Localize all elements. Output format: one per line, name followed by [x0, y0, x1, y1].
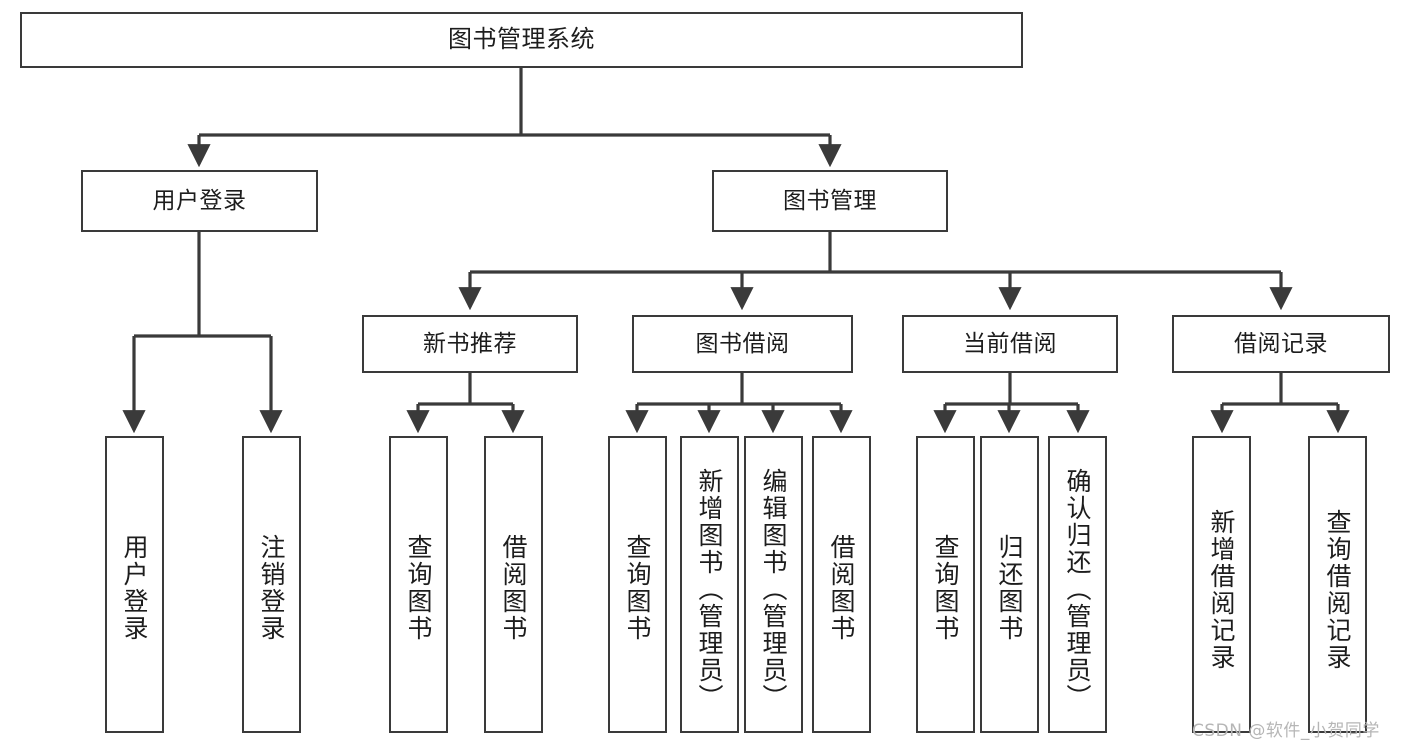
node-leaf-query-book-1[interactable]: 查询图书 [389, 436, 448, 733]
node-label: 图书管理系统 [448, 25, 595, 54]
node-label: 新书推荐 [423, 330, 517, 357]
node-leaf-confirm-return[interactable]: 确认归还（管理员） [1048, 436, 1107, 733]
node-root-system[interactable]: 图书管理系统 [20, 12, 1023, 68]
node-label: 新增图书（管理员） [695, 468, 724, 711]
node-label: 查询图书 [404, 533, 433, 642]
node-label: 图书借阅 [695, 330, 790, 357]
node-book-management[interactable]: 图书管理 [712, 170, 948, 232]
node-label: 图书管理 [783, 187, 877, 214]
node-label: 当前借阅 [963, 330, 1057, 357]
node-current-borrow[interactable]: 当前借阅 [902, 315, 1118, 373]
node-book-borrow[interactable]: 图书借阅 [632, 315, 853, 373]
watermark-text: CSDN @软件_小贺同学 [1192, 721, 1380, 741]
node-leaf-user-login[interactable]: 用户登录 [105, 436, 164, 733]
node-label: 用户登录 [152, 187, 247, 214]
node-label: 用户登录 [120, 533, 149, 642]
node-leaf-query-book-2[interactable]: 查询图书 [608, 436, 667, 733]
node-leaf-query-book-3[interactable]: 查询图书 [916, 436, 975, 733]
node-label: 查询图书 [931, 533, 960, 642]
node-label: 借阅图书 [827, 533, 856, 642]
node-leaf-borrow-book-2[interactable]: 借阅图书 [812, 436, 871, 733]
node-label: 查询借阅记录 [1323, 508, 1352, 671]
node-label: 查询图书 [623, 533, 652, 642]
node-new-book-recommend[interactable]: 新书推荐 [362, 315, 578, 373]
node-leaf-add-book[interactable]: 新增图书（管理员） [680, 436, 739, 733]
node-label: 借阅记录 [1234, 330, 1328, 357]
node-borrow-record[interactable]: 借阅记录 [1172, 315, 1390, 373]
node-leaf-return-book[interactable]: 归还图书 [980, 436, 1039, 733]
node-leaf-add-record[interactable]: 新增借阅记录 [1192, 436, 1251, 733]
node-label: 编辑图书（管理员） [759, 468, 788, 711]
node-leaf-edit-book[interactable]: 编辑图书（管理员） [744, 436, 803, 733]
node-label: 新增借阅记录 [1207, 508, 1236, 671]
node-leaf-logout-login[interactable]: 注销登录 [242, 436, 301, 733]
node-leaf-query-record[interactable]: 查询借阅记录 [1308, 436, 1367, 733]
node-label: 借阅图书 [499, 533, 528, 642]
node-label: 归还图书 [995, 533, 1024, 642]
node-user-login[interactable]: 用户登录 [81, 170, 318, 232]
node-leaf-borrow-book-1[interactable]: 借阅图书 [484, 436, 543, 733]
node-label: 确认归还（管理员） [1063, 468, 1092, 711]
node-label: 注销登录 [257, 533, 286, 642]
